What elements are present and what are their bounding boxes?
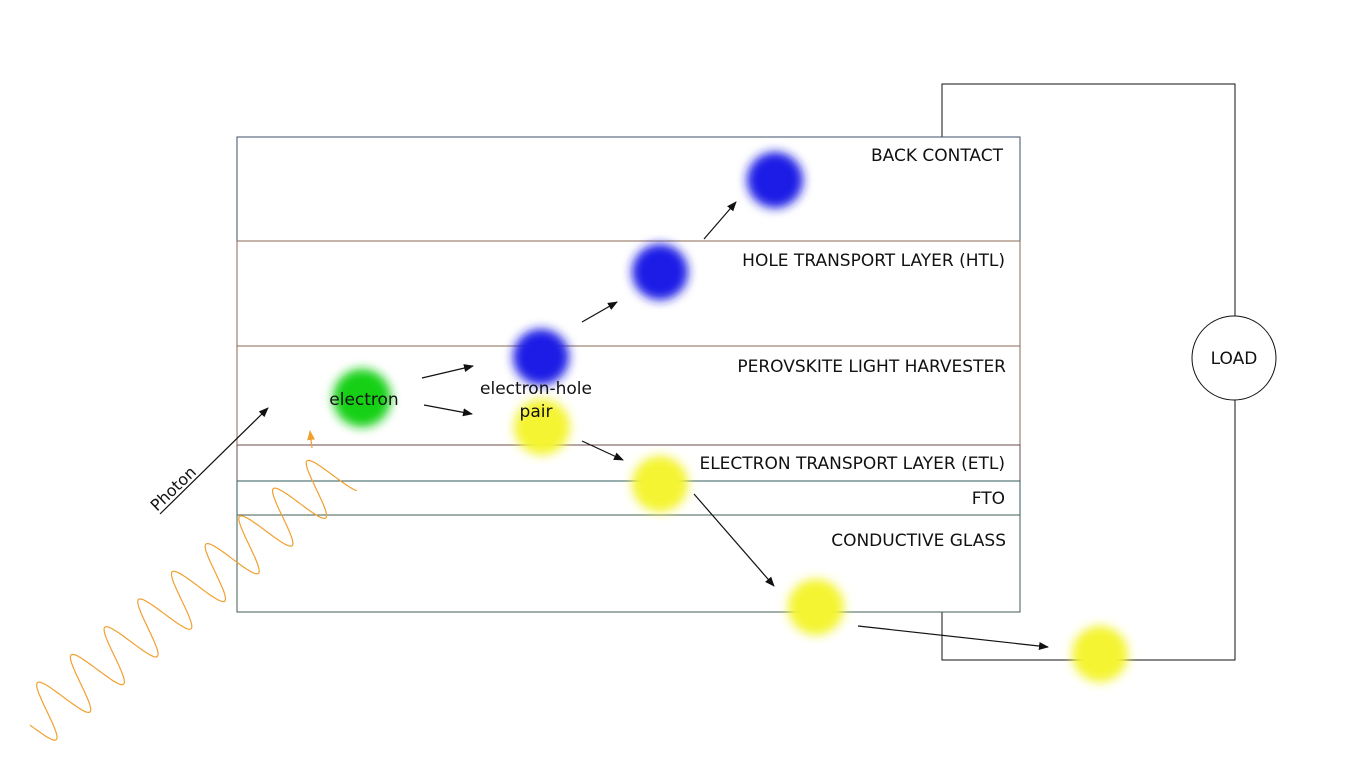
- arrow-electron-to-pair: [423, 404, 473, 417]
- layer-conductive-glass: [236, 514, 1021, 613]
- photon-arrow: [159, 407, 269, 515]
- arrow-electron-to-hole: [421, 364, 474, 379]
- label-htl: HOLE TRANSPORT LAYER (HTL): [742, 251, 1005, 271]
- hole-particle-1: [513, 329, 569, 385]
- load: LOAD: [1191, 315, 1277, 401]
- arrow-pair-to-etl: [581, 440, 624, 461]
- photon-wave-arrow: [307, 430, 316, 449]
- label-perovskite: PEROVSKITE LIGHT HARVESTER: [737, 357, 1006, 377]
- particles: [333, 152, 1128, 682]
- electron-particle-3: [788, 579, 844, 635]
- electron-label: electron: [329, 390, 398, 410]
- photon-wave: [29, 430, 358, 741]
- hole-particle-3: [747, 152, 803, 208]
- layer-labels: BACK CONTACT HOLE TRANSPORT LAYER (HTL) …: [699, 146, 1006, 551]
- photon-wave-path: [29, 459, 358, 741]
- photon-label: Photon: [147, 462, 200, 514]
- arrow-fto-to-glass: [693, 493, 775, 587]
- electron-green-particle: [333, 369, 391, 427]
- label-conductive-glass: CONDUCTIVE GLASS: [831, 531, 1006, 551]
- electron-particle-1: [514, 399, 570, 455]
- layer-stack: [236, 136, 1021, 613]
- arrow-hole-to-htl: [581, 301, 618, 323]
- arrow-htl-to-back-contact: [703, 201, 737, 240]
- label-fto: FTO: [972, 489, 1005, 509]
- hole-particle-2: [632, 244, 688, 300]
- electron-hole-pair-label-line2: pair: [520, 402, 553, 422]
- layer-fto: [236, 480, 1021, 516]
- electron-particle-4: [1072, 626, 1128, 682]
- flow-arrows: [421, 201, 1049, 650]
- label-etl: ELECTRON TRANSPORT LAYER (ETL): [699, 454, 1005, 474]
- load-label: LOAD: [1211, 349, 1258, 369]
- electron-particle-2: [632, 456, 688, 512]
- electron-hole-pair-label-line1: electron-hole: [480, 379, 592, 399]
- load-circle: [1191, 315, 1277, 401]
- arrow-glass-to-circuit: [857, 625, 1049, 650]
- label-back-contact: BACK CONTACT: [871, 146, 1004, 166]
